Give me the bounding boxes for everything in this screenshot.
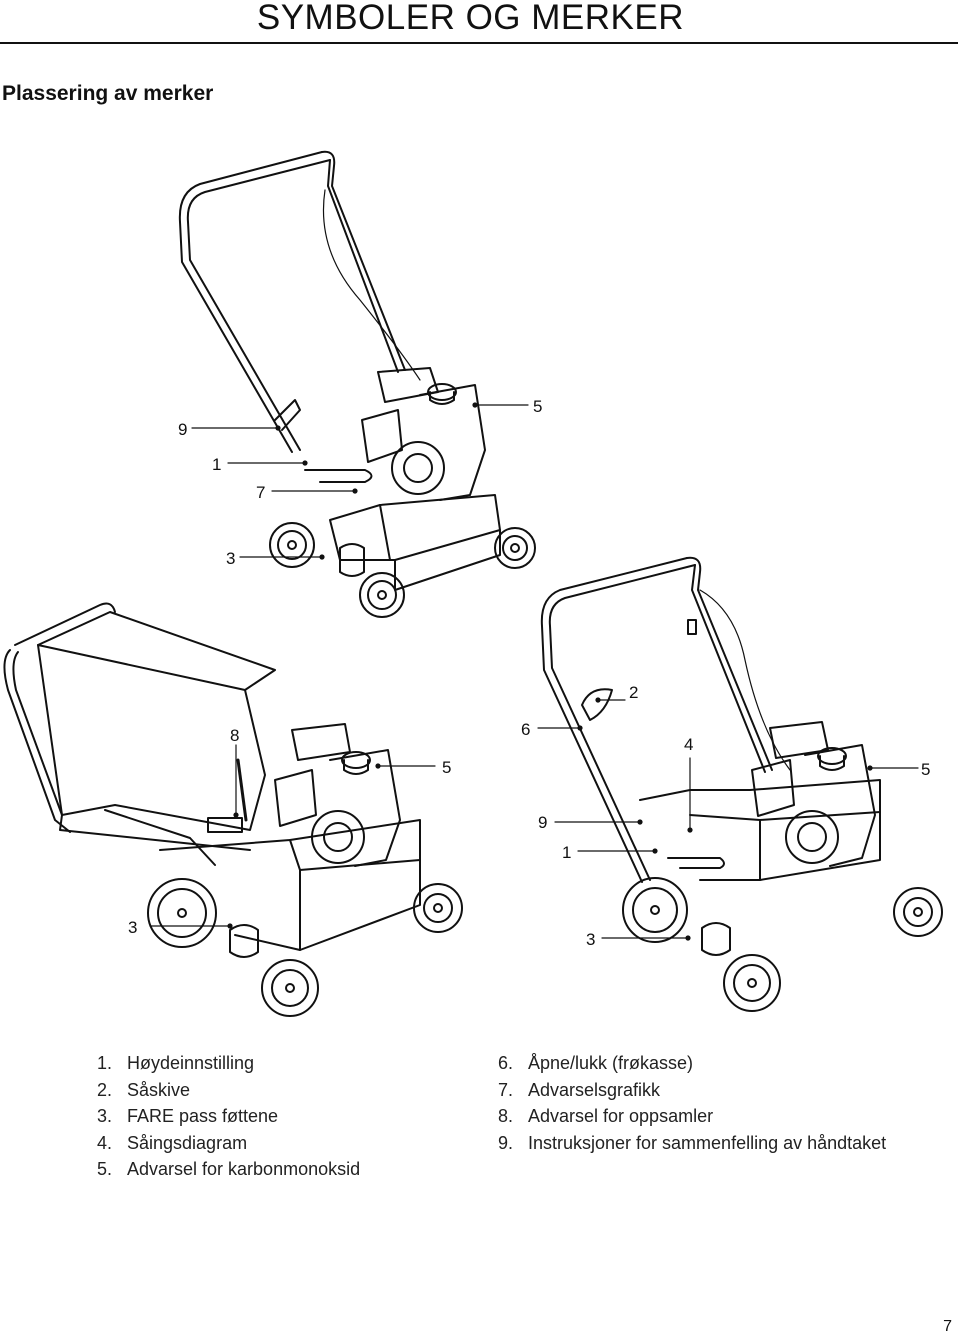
legend-item: 5.Advarsel for karbonmonoksid	[97, 1159, 361, 1179]
section-title: Plassering av merker	[2, 82, 214, 105]
callout-8-left: 8	[230, 726, 239, 745]
legend-list-left: 1.Høydeinnstilling 2.Såskive 3.FARE pass…	[97, 1050, 360, 1183]
callout-7-top: 7	[256, 483, 265, 502]
left-machine-callout-lines	[149, 744, 436, 929]
callout-4-right: 4	[684, 735, 693, 754]
callout-5-right: 5	[921, 760, 930, 779]
top-machine-drawing	[178, 150, 536, 618]
left-machine-drawing	[3, 602, 463, 1017]
callout-6-right: 6	[521, 720, 530, 739]
legend-item: 8.Advarsel for oppsamler	[498, 1106, 714, 1126]
page-header-title: SYMBOLER OG MERKER	[256, 0, 684, 37]
legend-list-right: 6.Åpne/lukk (frøkasse) 7.Advarselsgrafik…	[498, 1050, 886, 1156]
callout-3-left: 3	[128, 918, 137, 937]
legend-item: 3.FARE pass føttene	[97, 1106, 279, 1126]
legend-item: 4.Såingsdiagram	[97, 1132, 248, 1153]
right-machine-callout-lines	[537, 697, 919, 941]
callout-2-right: 2	[629, 683, 638, 702]
header-rule	[0, 42, 958, 44]
callout-5-left: 5	[442, 758, 451, 777]
page-number: 7	[943, 1318, 952, 1335]
callout-5-top: 5	[533, 397, 542, 416]
legend-item: 2.Såskive	[97, 1079, 191, 1100]
legend-item: 6.Åpne/lukk (frøkasse)	[498, 1053, 694, 1073]
callout-9-top: 9	[178, 420, 187, 439]
callout-1-top: 1	[212, 455, 221, 474]
legend-item: 7.Advarselsgrafikk	[498, 1079, 661, 1100]
legend-item: 1.Høydeinnstilling	[97, 1053, 255, 1073]
right-machine-drawing	[540, 556, 943, 1012]
label-placement-illustration: 9 1 7 3 5 8 5 3	[3, 150, 943, 1017]
legend-item: 9.Instruksjoner for sammenfelling av hån…	[498, 1132, 887, 1153]
callout-1-right: 1	[562, 843, 571, 862]
callout-3-right: 3	[586, 930, 595, 949]
callout-3-top: 3	[226, 549, 235, 568]
callout-9-right: 9	[538, 813, 547, 832]
top-machine-callout-lines	[191, 402, 529, 560]
